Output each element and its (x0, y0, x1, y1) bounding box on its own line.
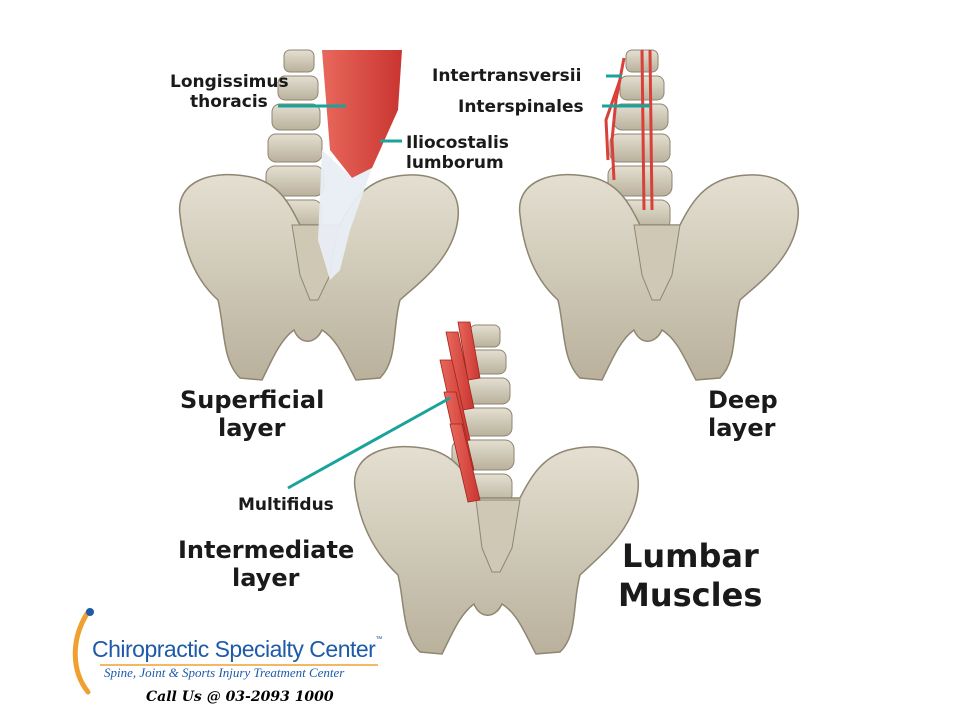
iliocostalis-muscle (318, 150, 372, 280)
intermediate-caption-line2: layer (232, 564, 300, 592)
brand-tagline: Spine, Joint & Sports Injury Treatment C… (104, 665, 345, 680)
logo-mark (72, 608, 378, 695)
iliocostalis-label-line2: lumborum (406, 153, 504, 173)
brand-name: Chiropractic Specialty Center™ (92, 636, 382, 663)
iliocostalis-label-line1: Iliocostalis (406, 133, 509, 153)
longissimus-label-line2: thoracis (190, 92, 268, 112)
superficial-caption-line2: layer (218, 414, 286, 442)
brand-name-text: Chiropractic Specialty Center (92, 636, 376, 662)
superficial-spine (265, 49, 325, 231)
intertransversii-muscles (604, 57, 626, 181)
superficial-layer-panel (178, 49, 459, 381)
deep-layer-panel (518, 49, 799, 381)
multifidus-muscle (439, 321, 481, 503)
longissimus-label-line1: Longissimus (170, 72, 289, 92)
intermediate-caption-line1: Intermediate (178, 536, 355, 564)
interspinales-muscles (640, 49, 654, 211)
intermediate-spine (451, 324, 515, 505)
deep-caption-line2: layer (708, 414, 776, 442)
figure-title-line1: Lumbar (622, 537, 759, 575)
multifidus-label: Multifidus (238, 495, 334, 515)
figure-title-line2: Muscles (618, 576, 763, 614)
deep-sacrum (633, 224, 681, 301)
intertransversii-label: Intertransversii (432, 66, 582, 86)
deep-caption-line1: Deep (708, 386, 778, 414)
superficial-caption-line1: Superficial (180, 386, 325, 414)
phone-text: Call Us @ 03-2093 1000 (146, 689, 334, 705)
longissimus-muscle (322, 50, 402, 178)
multifidus-leader (287, 396, 451, 490)
intermediate-layer-panel (287, 321, 639, 655)
trademark-mark: ™ (375, 636, 382, 643)
intermediate-sacrum (475, 499, 521, 573)
interspinales-label: Interspinales (458, 97, 584, 117)
